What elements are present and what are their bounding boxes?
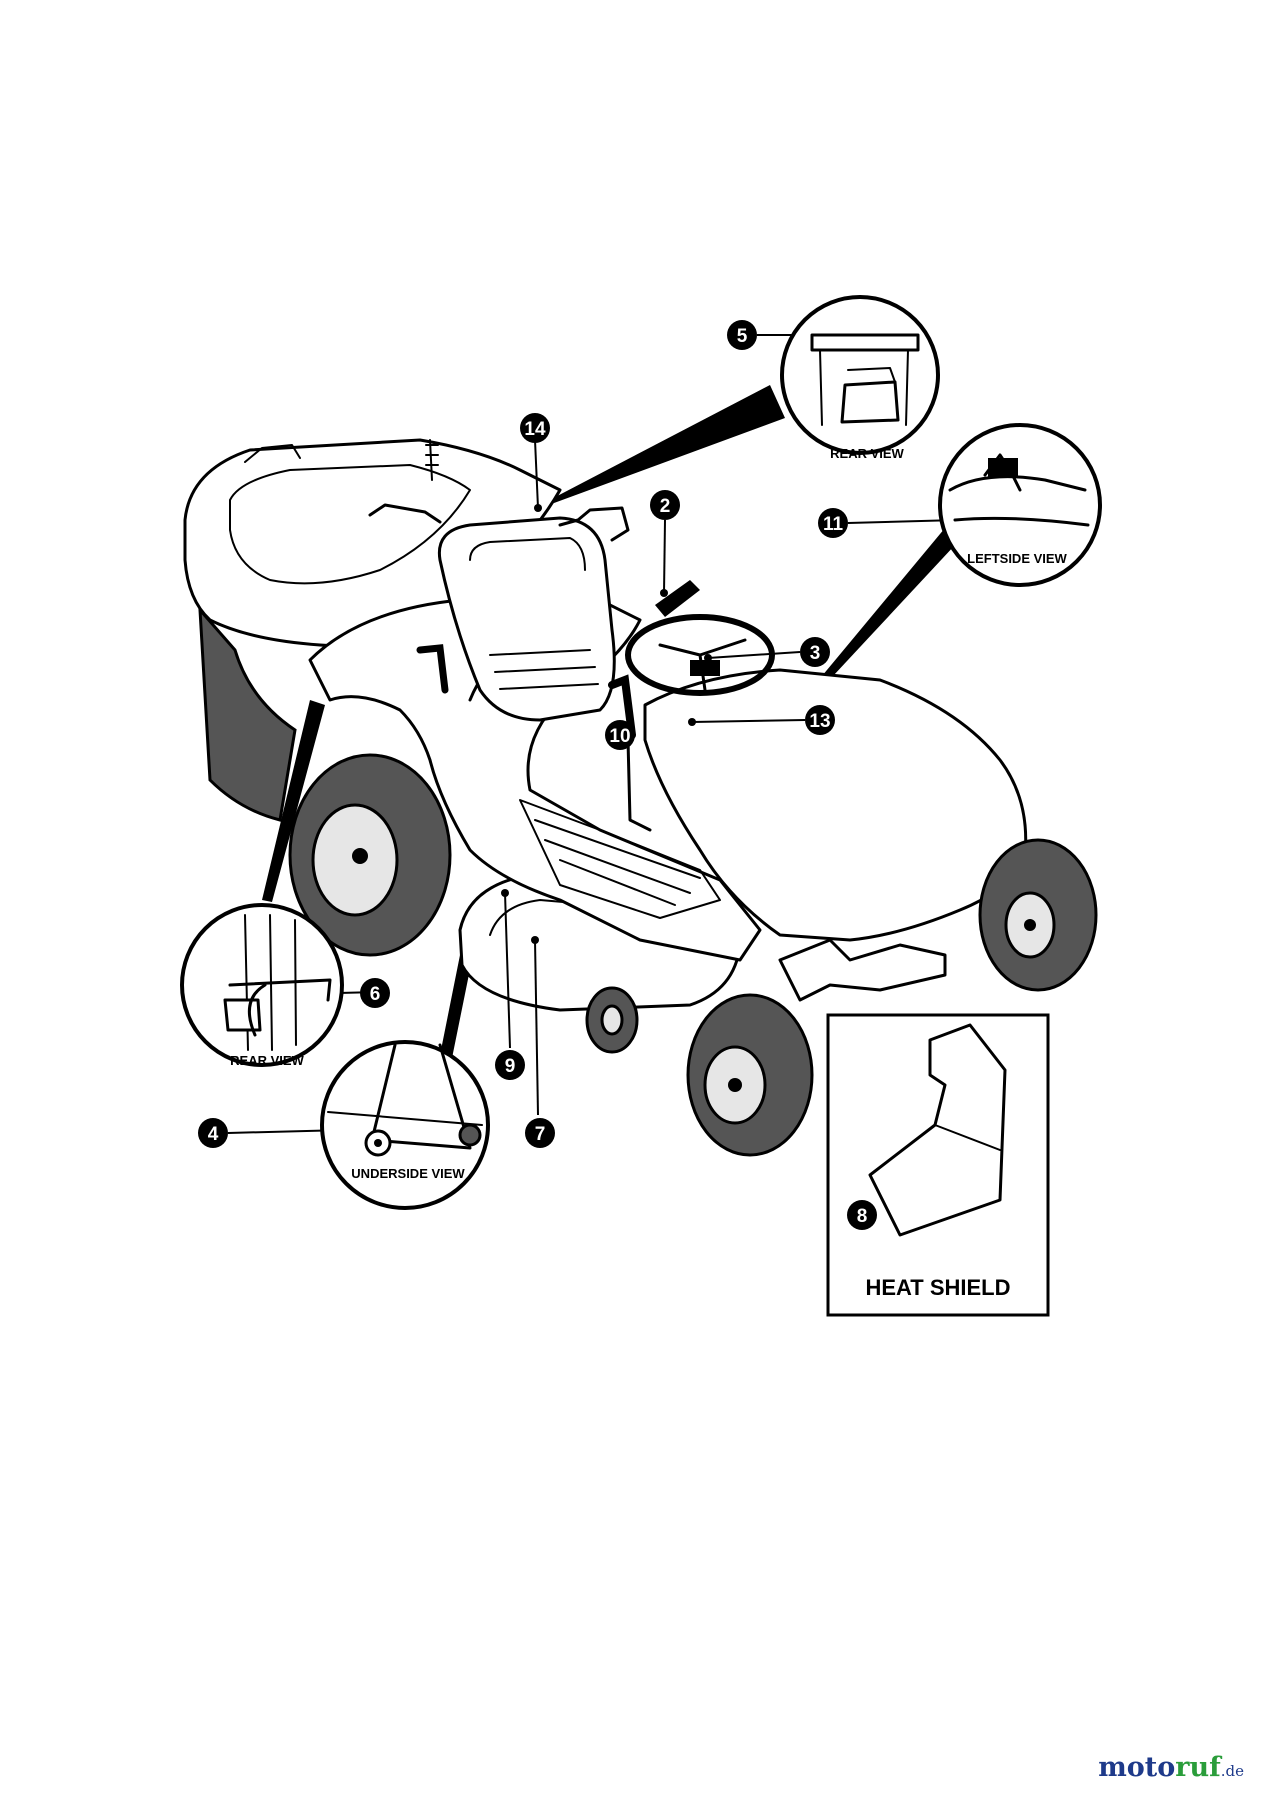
callout-7: 7 <box>525 1118 555 1148</box>
heat-shield-label: HEAT SHIELD <box>865 1275 1010 1300</box>
watermark-main: moto <box>1098 1752 1176 1783</box>
callout-13: 13 <box>805 705 835 735</box>
svg-text:9: 9 <box>505 1056 516 1077</box>
inset-connectors <box>262 385 955 1068</box>
inset-rear-view-left: REAR VIEW <box>180 903 344 1068</box>
inset-underside-view: UNDERSIDE VIEW <box>320 1040 490 1210</box>
rear-left-wheel <box>288 753 452 957</box>
svg-text:10: 10 <box>609 726 630 747</box>
callout-9: 9 <box>495 1050 525 1080</box>
front-left-wheel <box>686 993 814 1157</box>
svg-text:8: 8 <box>857 1206 868 1227</box>
inset-rear-view-top: REAR VIEW <box>780 295 940 461</box>
callout-8: 8 <box>847 1200 877 1230</box>
leftside-view-label: LEFTSIDE VIEW <box>967 551 1067 566</box>
grass-catcher <box>183 438 562 822</box>
svg-text:2: 2 <box>660 496 671 517</box>
callout-11: 11 <box>818 508 848 538</box>
watermark-accent: ruf <box>1175 1752 1221 1783</box>
callout-2: 2 <box>650 490 680 520</box>
svg-text:5: 5 <box>737 326 748 347</box>
svg-text:6: 6 <box>370 984 381 1005</box>
seat <box>437 506 630 722</box>
callout-5: 5 <box>727 320 757 350</box>
inset-heat-shield: HEAT SHIELD <box>826 1013 1050 1317</box>
svg-text:13: 13 <box>809 711 830 732</box>
levers <box>416 580 700 832</box>
svg-text:4: 4 <box>208 1124 219 1145</box>
callout-6: 6 <box>360 978 390 1008</box>
underside-view-label: UNDERSIDE VIEW <box>351 1166 465 1181</box>
front-right-wheel <box>978 838 1098 992</box>
rear-view-top-label: REAR VIEW <box>830 446 904 461</box>
watermark-tld: .de <box>1220 1762 1244 1780</box>
svg-text:3: 3 <box>810 643 821 664</box>
callout-4: 4 <box>198 1118 228 1148</box>
callout-10: 10 <box>605 720 635 750</box>
svg-text:14: 14 <box>524 419 546 440</box>
watermark-logo: motoruf.de <box>1098 1752 1244 1783</box>
callout-3: 3 <box>800 637 830 667</box>
steering-wheel <box>625 614 775 696</box>
front-axle <box>778 938 947 1002</box>
svg-text:11: 11 <box>823 514 844 535</box>
callout-14: 14 <box>520 413 550 443</box>
inset-leftside-view: LEFTSIDE VIEW <box>938 423 1102 587</box>
svg-text:7: 7 <box>535 1124 546 1145</box>
rear-view-left-label: REAR VIEW <box>230 1053 304 1068</box>
